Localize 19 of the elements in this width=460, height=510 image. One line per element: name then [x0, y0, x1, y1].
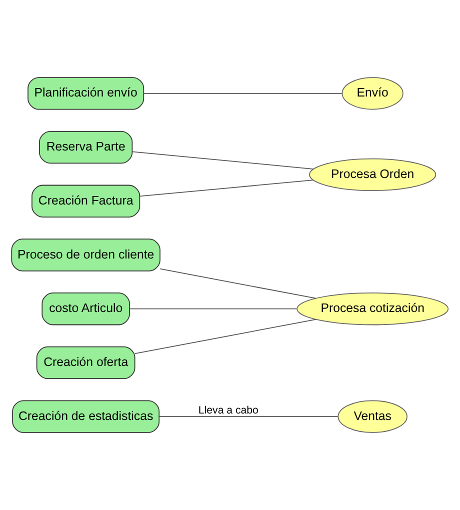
- connector: [129, 308, 298, 310]
- connector: [134, 318, 316, 354]
- node-ellipse: Envío: [342, 77, 404, 110]
- connector: [143, 92, 342, 94]
- connector: [132, 151, 314, 170]
- node-box: Planificación envío: [28, 77, 144, 110]
- connector: [158, 416, 338, 418]
- node-box: costo Articulo: [42, 292, 130, 326]
- connector: [160, 268, 316, 299]
- connector: [140, 180, 314, 197]
- node-ellipse: Procesa cotización: [296, 292, 449, 326]
- edge-label: Lleva a cabo: [198, 404, 258, 417]
- node-box: Creación Factura: [32, 184, 140, 218]
- node-box: Reserva Parte: [39, 130, 133, 164]
- node-ellipse: Ventas: [338, 400, 408, 433]
- node-box: Creación oferta: [36, 346, 136, 380]
- node-box: Proceso de orden cliente: [11, 238, 160, 272]
- node-ellipse: Procesa Orden: [309, 158, 436, 191]
- node-box: Creación de estadisticas: [12, 400, 160, 433]
